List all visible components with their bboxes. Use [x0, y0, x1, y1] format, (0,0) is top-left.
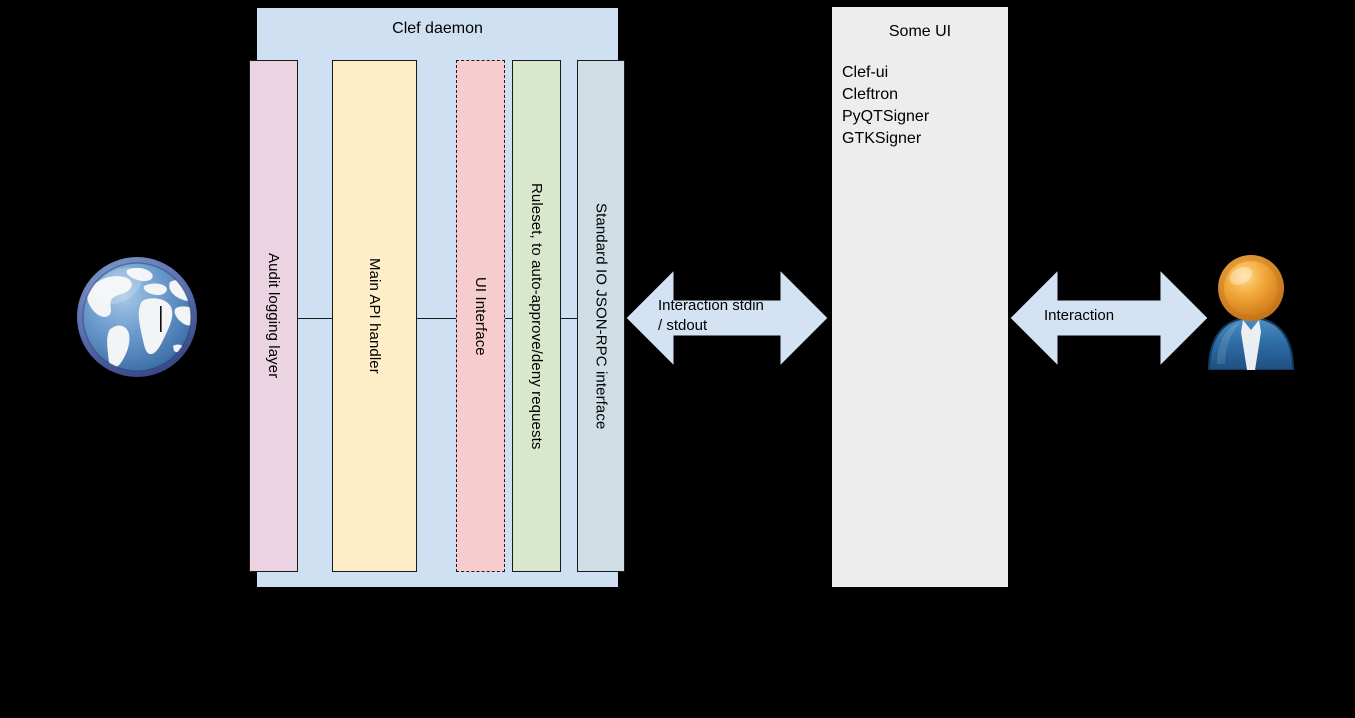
clef-daemon-container	[257, 8, 618, 587]
user-icon	[1203, 252, 1299, 371]
globe-icon	[72, 252, 202, 382]
some-ui-title: Some UI	[888, 23, 952, 40]
clef-daemon-title: Clef daemon	[392, 20, 483, 37]
list-item: Clef-ui	[842, 64, 889, 81]
list-item: GTKSigner	[842, 130, 922, 147]
connector-rules-stdio	[560, 318, 578, 319]
component-label: Ruleset, to auto-approve/deny requests	[528, 182, 545, 450]
connector-audit-api	[297, 318, 333, 319]
arrow-label-stdio-line2: / stdout	[658, 317, 708, 334]
component-audit-logging-layer[interactable]: Audit logging layer	[249, 60, 298, 572]
connector-ui-rules	[504, 318, 513, 319]
list-item: Cleftron	[842, 86, 899, 103]
some-ui-panel: Some UI Clef-ui Cleftron PyQTSigner GTKS…	[832, 7, 1008, 587]
component-main-api-handler[interactable]: Main API handler	[332, 60, 417, 572]
arrow-interaction-user: Interaction	[1010, 270, 1208, 366]
component-label: Main API handler	[366, 258, 383, 374]
component-label: UI Interface	[472, 276, 489, 356]
component-label: Standard IO JSON-RPC interface	[592, 202, 610, 430]
component-ui-interface[interactable]: UI Interface	[456, 60, 505, 572]
component-ruleset[interactable]: Ruleset, to auto-approve/deny requests	[512, 60, 561, 572]
component-standard-io-jsonrpc[interactable]: Standard IO JSON-RPC interface	[577, 60, 625, 572]
some-ui-list: Clef-ui Cleftron PyQTSigner GTKSigner	[842, 62, 929, 150]
connector-api-ui	[416, 318, 457, 319]
arrow-label-stdio-line1: Interaction stdin	[658, 297, 764, 314]
list-item: PyQTSigner	[842, 108, 930, 125]
component-label: Audit logging layer	[265, 253, 282, 379]
arrow-label-interaction: Interaction	[1044, 307, 1115, 324]
arrow-interaction-stdio: Interaction stdin / stdout	[626, 270, 828, 366]
